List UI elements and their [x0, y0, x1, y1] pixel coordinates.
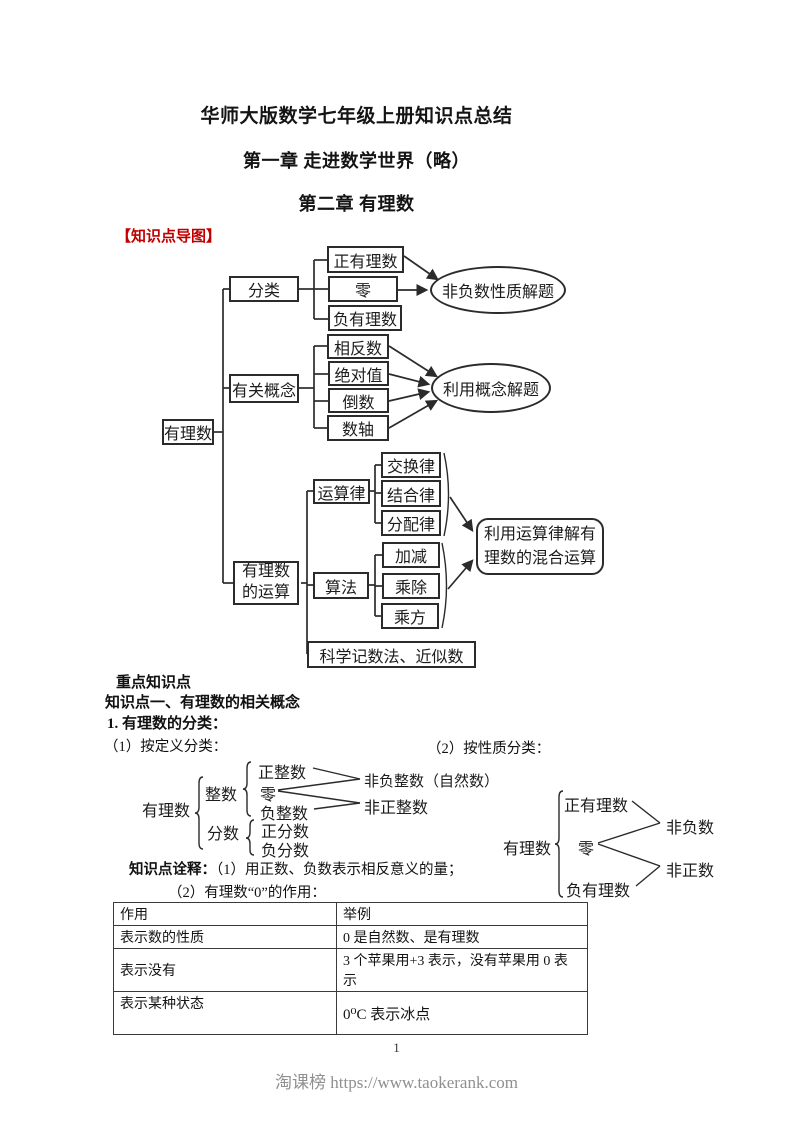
table-cell: 表示没有 [113, 948, 337, 992]
mindmap-node-absolute-value: 绝对值 [328, 361, 389, 386]
mindmap-node-operations: 有理数的运算 [233, 561, 299, 605]
mindmap-node-opposite: 相反数 [327, 334, 389, 359]
table-cell: 0 是自然数、是有理数 [336, 925, 588, 949]
mindmap-node-negative-rational: 负有理数 [328, 305, 402, 331]
mindmap-node-classification: 分类 [229, 276, 299, 302]
mindmap-node-zero: 零 [328, 276, 398, 302]
mindmap-node-associative: 结合律 [381, 480, 441, 507]
tree-def-connectors [194, 761, 361, 856]
tree-prop-positive: 正有理数 [564, 798, 629, 815]
tree-def-negative-integer: 负整数 [260, 806, 309, 823]
mindmap-connectors [212, 255, 474, 654]
mindmap-result-nonnegative: 非负数性质解题 [430, 266, 566, 314]
table-row: 表示没有 3 个苹果用+3 表示，没有苹果用 0 表示 [113, 948, 588, 992]
tree-def-fraction: 分数 [207, 826, 240, 843]
tree-def-nonnegative-integer: 非负整数（自然数） [364, 774, 500, 790]
table-row: 表示数的性质 0 是自然数、是有理数 [113, 925, 588, 949]
mindmap-node-root: 有理数 [162, 419, 214, 445]
by-property-label: （2）按性质分类： [427, 741, 551, 757]
mindmap-node-multiply-divide: 乘除 [382, 573, 440, 599]
tree-def-nonpositive-integer: 非正整数 [364, 800, 429, 817]
mindmap-node-number-axis: 数轴 [327, 415, 389, 441]
notes-line-1: 知识点诠释：（1）用正数、负数表示相反意义的量； [129, 858, 463, 879]
note-2-text: （2）有理数“0”的作用： [168, 885, 326, 901]
tree-def-root: 有理数 [142, 803, 191, 820]
point1-heading: 知识点一、有理数的相关概念 [105, 695, 301, 711]
notes-label: 知识点诠释： [129, 862, 216, 878]
tree-def-integer: 整数 [205, 787, 238, 804]
mindmap-node-positive-rational: 正有理数 [327, 246, 404, 273]
table-cell: 3 个苹果用+3 表示，没有苹果用 0 表示 [336, 948, 588, 992]
mindmap-section-label: 【知识点导图】 [116, 229, 222, 245]
tree-def-positive-fraction: 正分数 [261, 824, 310, 841]
mindmap-node-add-subtract: 加减 [382, 542, 440, 568]
chapter2-heading: 第二章 有理数 [298, 194, 415, 214]
classification-heading: 1. 有理数的分类： [107, 716, 228, 732]
mindmap-node-distributive: 分配律 [381, 510, 441, 536]
page-number: 1 [393, 1040, 400, 1055]
mindmap-node-concepts: 有关概念 [229, 374, 299, 403]
tree-prop-zero: 零 [578, 841, 595, 858]
table-header-cell: 作用 [113, 902, 337, 926]
mindmap-node-scientific-notation: 科学记数法、近似数 [307, 641, 476, 668]
mindmap-result-mixed-operations: 利用运算律解有理数的混合运算 [476, 518, 604, 575]
tree-prop-nonpositive: 非正数 [666, 863, 715, 880]
tree-def-zero: 零 [260, 787, 277, 804]
table-cell: 表示某种状态 [113, 991, 337, 1035]
table-cell: 0⁰C 表示冰点 [336, 991, 588, 1035]
table-row: 表示某种状态 0⁰C 表示冰点 [113, 991, 588, 1035]
mindmap-node-commutative: 交换律 [381, 452, 441, 478]
mindmap-node-operation-laws: 运算律 [313, 479, 370, 504]
zero-usage-table: 作用 举例 表示数的性质 0 是自然数、是有理数 表示没有 3 个苹果用+3 表… [113, 902, 588, 1035]
tree-def-negative-fraction: 负分数 [261, 843, 310, 860]
footer-site-link[interactable]: 淘课榜 https://www.taokerank.com [275, 1073, 518, 1092]
mindmap-result-concepts: 利用概念解题 [431, 363, 551, 413]
mindmap-node-reciprocal: 倒数 [328, 388, 389, 413]
tree-prop-connectors [554, 790, 661, 898]
chapter1-heading: 第一章 走进数学世界（略） [243, 151, 470, 171]
table-cell: 表示数的性质 [113, 925, 337, 949]
tree-prop-negative: 负有理数 [566, 883, 631, 900]
by-definition-label: （1）按定义分类： [104, 739, 228, 755]
table-header-row: 作用 举例 [113, 902, 588, 926]
tree-prop-nonnegative: 非负数 [666, 820, 715, 837]
key-points-label: 重点知识点 [116, 675, 192, 691]
mindmap-node-power: 乘方 [381, 603, 439, 629]
mindmap-node-methods: 算法 [313, 572, 369, 599]
note-1-text: （1）用正数、负数表示相反意义的量； [216, 862, 463, 878]
tree-def-positive-integer: 正整数 [258, 765, 307, 782]
doc-title: 华师大版数学七年级上册知识点总结 [200, 106, 513, 127]
tree-prop-root: 有理数 [503, 841, 552, 858]
table-header-cell: 举例 [336, 902, 588, 926]
